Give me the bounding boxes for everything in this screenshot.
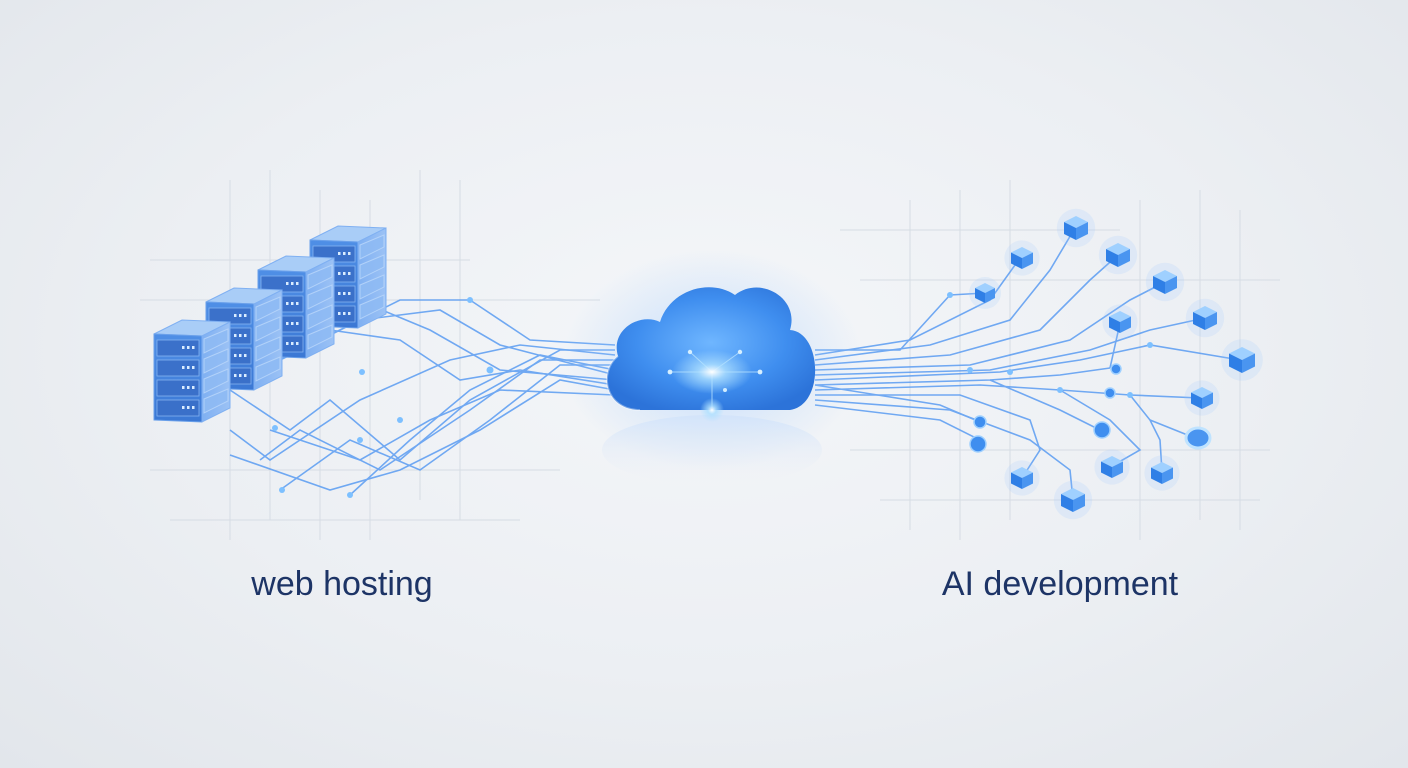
network-node: [973, 415, 987, 429]
network-node: [1102, 304, 1138, 340]
network-node: [1093, 421, 1111, 439]
right-circuit-nodes: [947, 292, 1153, 398]
network-node: [1098, 235, 1138, 275]
left-circuit-nodes: [272, 297, 494, 498]
network-node: [1053, 480, 1093, 520]
right-circuit-lines: [814, 227, 1241, 501]
network-node: [1056, 208, 1096, 248]
network-node: [969, 435, 987, 453]
network-node: [1004, 460, 1040, 496]
server-rack: [153, 319, 231, 423]
network-node: [1144, 455, 1180, 491]
cloud-icon: [562, 250, 862, 485]
server-rack-icon: [153, 225, 387, 423]
ai-network-icon: [969, 208, 1263, 520]
network-node: [1221, 339, 1263, 381]
network-node: [1184, 380, 1220, 416]
network-node: [1004, 240, 1040, 276]
network-node: [1185, 298, 1225, 338]
network-node: [1094, 449, 1130, 485]
network-node: [1145, 262, 1185, 302]
network-node: [1104, 387, 1116, 399]
network-node: [1184, 426, 1212, 450]
ai-development-label: AI development: [941, 565, 1179, 603]
network-node: [1110, 363, 1122, 375]
network-node: [969, 277, 1001, 309]
web-hosting-label: web hosting: [251, 565, 433, 603]
